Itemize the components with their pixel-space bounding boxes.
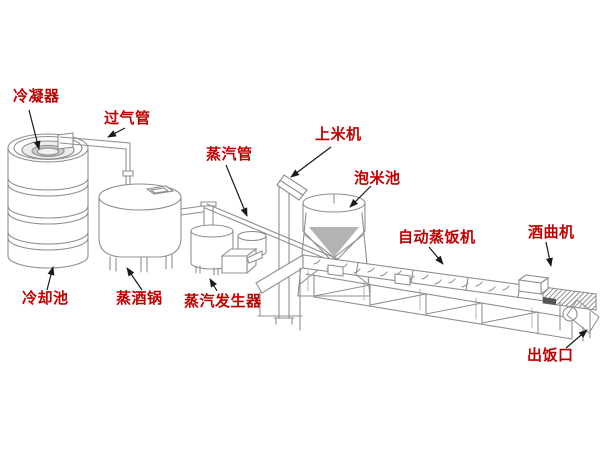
label-condenser: 冷凝器 <box>13 88 60 105</box>
arrow-gas-pipe <box>107 127 126 138</box>
rice-soaking-pool-drawing <box>297 193 371 297</box>
arrow-rice-steamer <box>428 246 444 265</box>
arrow-yeast-machine <box>545 241 553 267</box>
arrow-steam-generator <box>209 278 218 292</box>
label-yeast-machine: 酒曲机 <box>528 224 575 241</box>
label-auto-rice-steamer: 自动蒸饭机 <box>398 229 476 246</box>
arrow-rice-feeder <box>290 146 332 178</box>
arrow-liquor-pot <box>126 267 143 291</box>
yeast-machine-drawing <box>517 274 550 296</box>
arrow-cooling-pool <box>46 266 55 291</box>
cooling-pool-tank-drawing <box>7 132 89 269</box>
label-gas-pipe: 过气管 <box>104 110 151 127</box>
label-rice-soaking-pool: 泡米池 <box>354 170 401 187</box>
rice-feeder-drawing <box>273 174 308 325</box>
label-steam-generator: 蒸汽发生器 <box>184 293 262 310</box>
label-cooling-pool: 冷却池 <box>22 290 69 307</box>
auto-rice-steamer-conveyor-drawing <box>255 254 597 340</box>
label-rice-outlet: 出饭口 <box>527 347 574 364</box>
steam-generator-drawing <box>190 201 267 276</box>
steam-pipe-drawing <box>204 203 339 264</box>
rice-outlet-drawing <box>562 299 600 342</box>
arrow-rice-outlet <box>565 329 588 349</box>
arrow-soaking-pool <box>349 185 372 208</box>
liquor-pot-drawing <box>98 183 182 273</box>
pot-to-generator-pipe-drawing <box>180 205 204 216</box>
arrow-steam-pipe <box>225 164 248 217</box>
label-rice-feeder: 上米机 <box>315 126 362 143</box>
arrow-condenser <box>28 109 41 150</box>
label-steam-pipe: 蒸汽管 <box>206 146 253 163</box>
annotation-arrows <box>28 109 588 349</box>
label-liquor-pot: 蒸酒锅 <box>116 290 163 307</box>
